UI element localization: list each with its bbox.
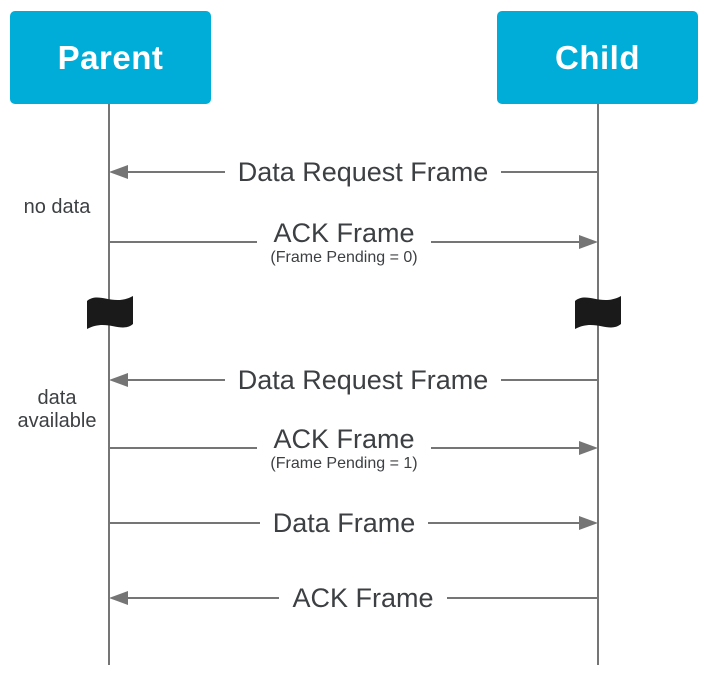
arrowhead-right-icon bbox=[579, 235, 598, 249]
annotation-data-available: data available bbox=[17, 387, 97, 432]
message-line bbox=[128, 171, 225, 173]
message-line bbox=[430, 241, 579, 243]
actor-box-child: Child bbox=[497, 11, 698, 104]
message-label-group: Data Request Frame bbox=[225, 364, 502, 396]
message-line bbox=[501, 171, 599, 173]
message-line bbox=[109, 522, 260, 524]
message-label: ACK Frame bbox=[292, 583, 434, 613]
message-label-group: Data Frame bbox=[260, 507, 429, 539]
message-label-group: ACK Frame bbox=[279, 582, 446, 614]
time-break-flag-icon bbox=[575, 296, 621, 329]
message-line bbox=[128, 597, 280, 599]
message-label: Data Request Frame bbox=[237, 157, 489, 187]
annotation-no-data: no data bbox=[23, 196, 91, 218]
message-sublabel: (Frame Pending = 0) bbox=[270, 249, 418, 266]
arrowhead-left-icon bbox=[109, 165, 128, 179]
message-label: ACK Frame bbox=[273, 218, 415, 248]
arrowhead-left-icon bbox=[109, 373, 128, 387]
message-label-group: ACK Frame (Frame Pending = 1) bbox=[257, 423, 430, 473]
message-line bbox=[430, 447, 579, 449]
time-break-flag-icon bbox=[87, 296, 133, 329]
actor-child-label: Child bbox=[555, 38, 640, 76]
message-sublabel: (Frame Pending = 1) bbox=[270, 455, 418, 472]
arrowhead-right-icon bbox=[579, 516, 599, 530]
actor-box-parent: Parent bbox=[10, 11, 211, 104]
actor-parent-label: Parent bbox=[57, 38, 164, 76]
message-line bbox=[109, 447, 258, 449]
arrowhead-right-icon bbox=[579, 441, 598, 455]
message-line bbox=[446, 597, 598, 599]
message-line bbox=[128, 379, 225, 381]
message-label: ACK Frame bbox=[273, 424, 415, 454]
message-label-group: Data Request Frame bbox=[225, 156, 502, 188]
message-line bbox=[109, 241, 258, 243]
message-line bbox=[501, 379, 599, 381]
message-label-group: ACK Frame (Frame Pending = 0) bbox=[257, 217, 430, 267]
message-label: Data Request Frame bbox=[237, 365, 489, 395]
lifeline-child bbox=[597, 104, 599, 665]
message-line bbox=[428, 522, 580, 524]
arrowhead-left-icon bbox=[109, 591, 128, 605]
message-label: Data Frame bbox=[272, 508, 416, 538]
